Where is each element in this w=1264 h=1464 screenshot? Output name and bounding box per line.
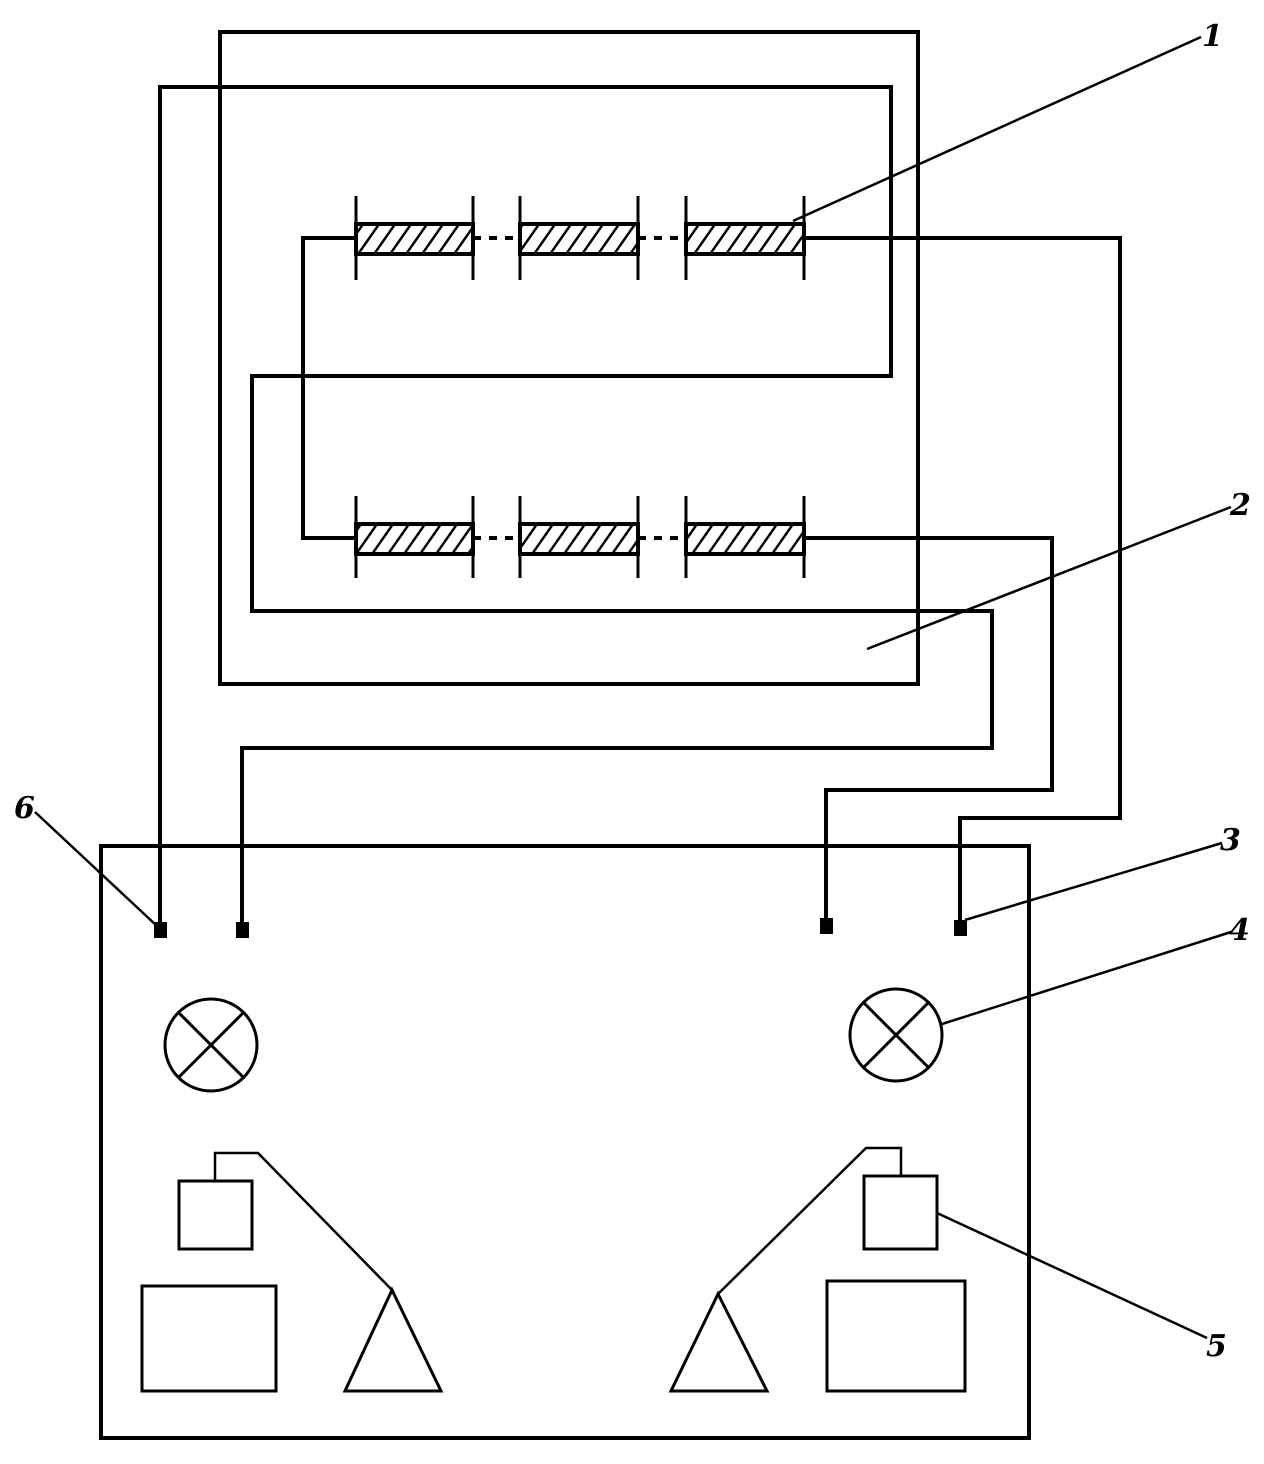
hatched-element-top-1: [354, 196, 475, 280]
callout-5: 5: [1206, 1329, 1227, 1364]
left-assembly: [140, 1151, 444, 1393]
right-assembly: [668, 1146, 967, 1393]
terminal-left-2: [236, 922, 249, 938]
hatched-element-bottom-1: [354, 496, 475, 578]
hatched-element-top-2: [518, 196, 640, 280]
leader-line-4: [941, 930, 1232, 1026]
callout-3: 3: [1220, 823, 1241, 858]
leader-line-1: [792, 35, 1202, 223]
callout-1: 1: [1202, 19, 1223, 54]
terminal-right-2: [954, 920, 967, 936]
callout-6: 6: [14, 791, 35, 826]
frame-rectangle-2: [218, 30, 920, 686]
leader-line-3: [964, 841, 1223, 922]
top-string-output-wire: [802, 236, 1122, 932]
string-link-wire: [301, 236, 358, 540]
hatched-element-top-3: [684, 196, 806, 280]
callout-2: 2: [1229, 488, 1251, 523]
outer-loop-wire-a: [158, 85, 994, 932]
lamp-icon-left: [163, 997, 259, 1093]
leader-line-2: [866, 505, 1232, 651]
terminal-right-1: [820, 918, 833, 934]
lamp-icon-right: [848, 987, 944, 1083]
bottom-string-output-wire: [802, 536, 1054, 932]
device-housing: [99, 844, 1031, 1440]
terminal-left-1: [154, 922, 167, 938]
hatched-element-bottom-3: [684, 496, 806, 578]
leader-line-6: [34, 811, 158, 927]
hatched-element-bottom-2: [518, 496, 640, 578]
callout-4: 4: [1229, 913, 1250, 948]
leader-line-5: [936, 1211, 1208, 1340]
